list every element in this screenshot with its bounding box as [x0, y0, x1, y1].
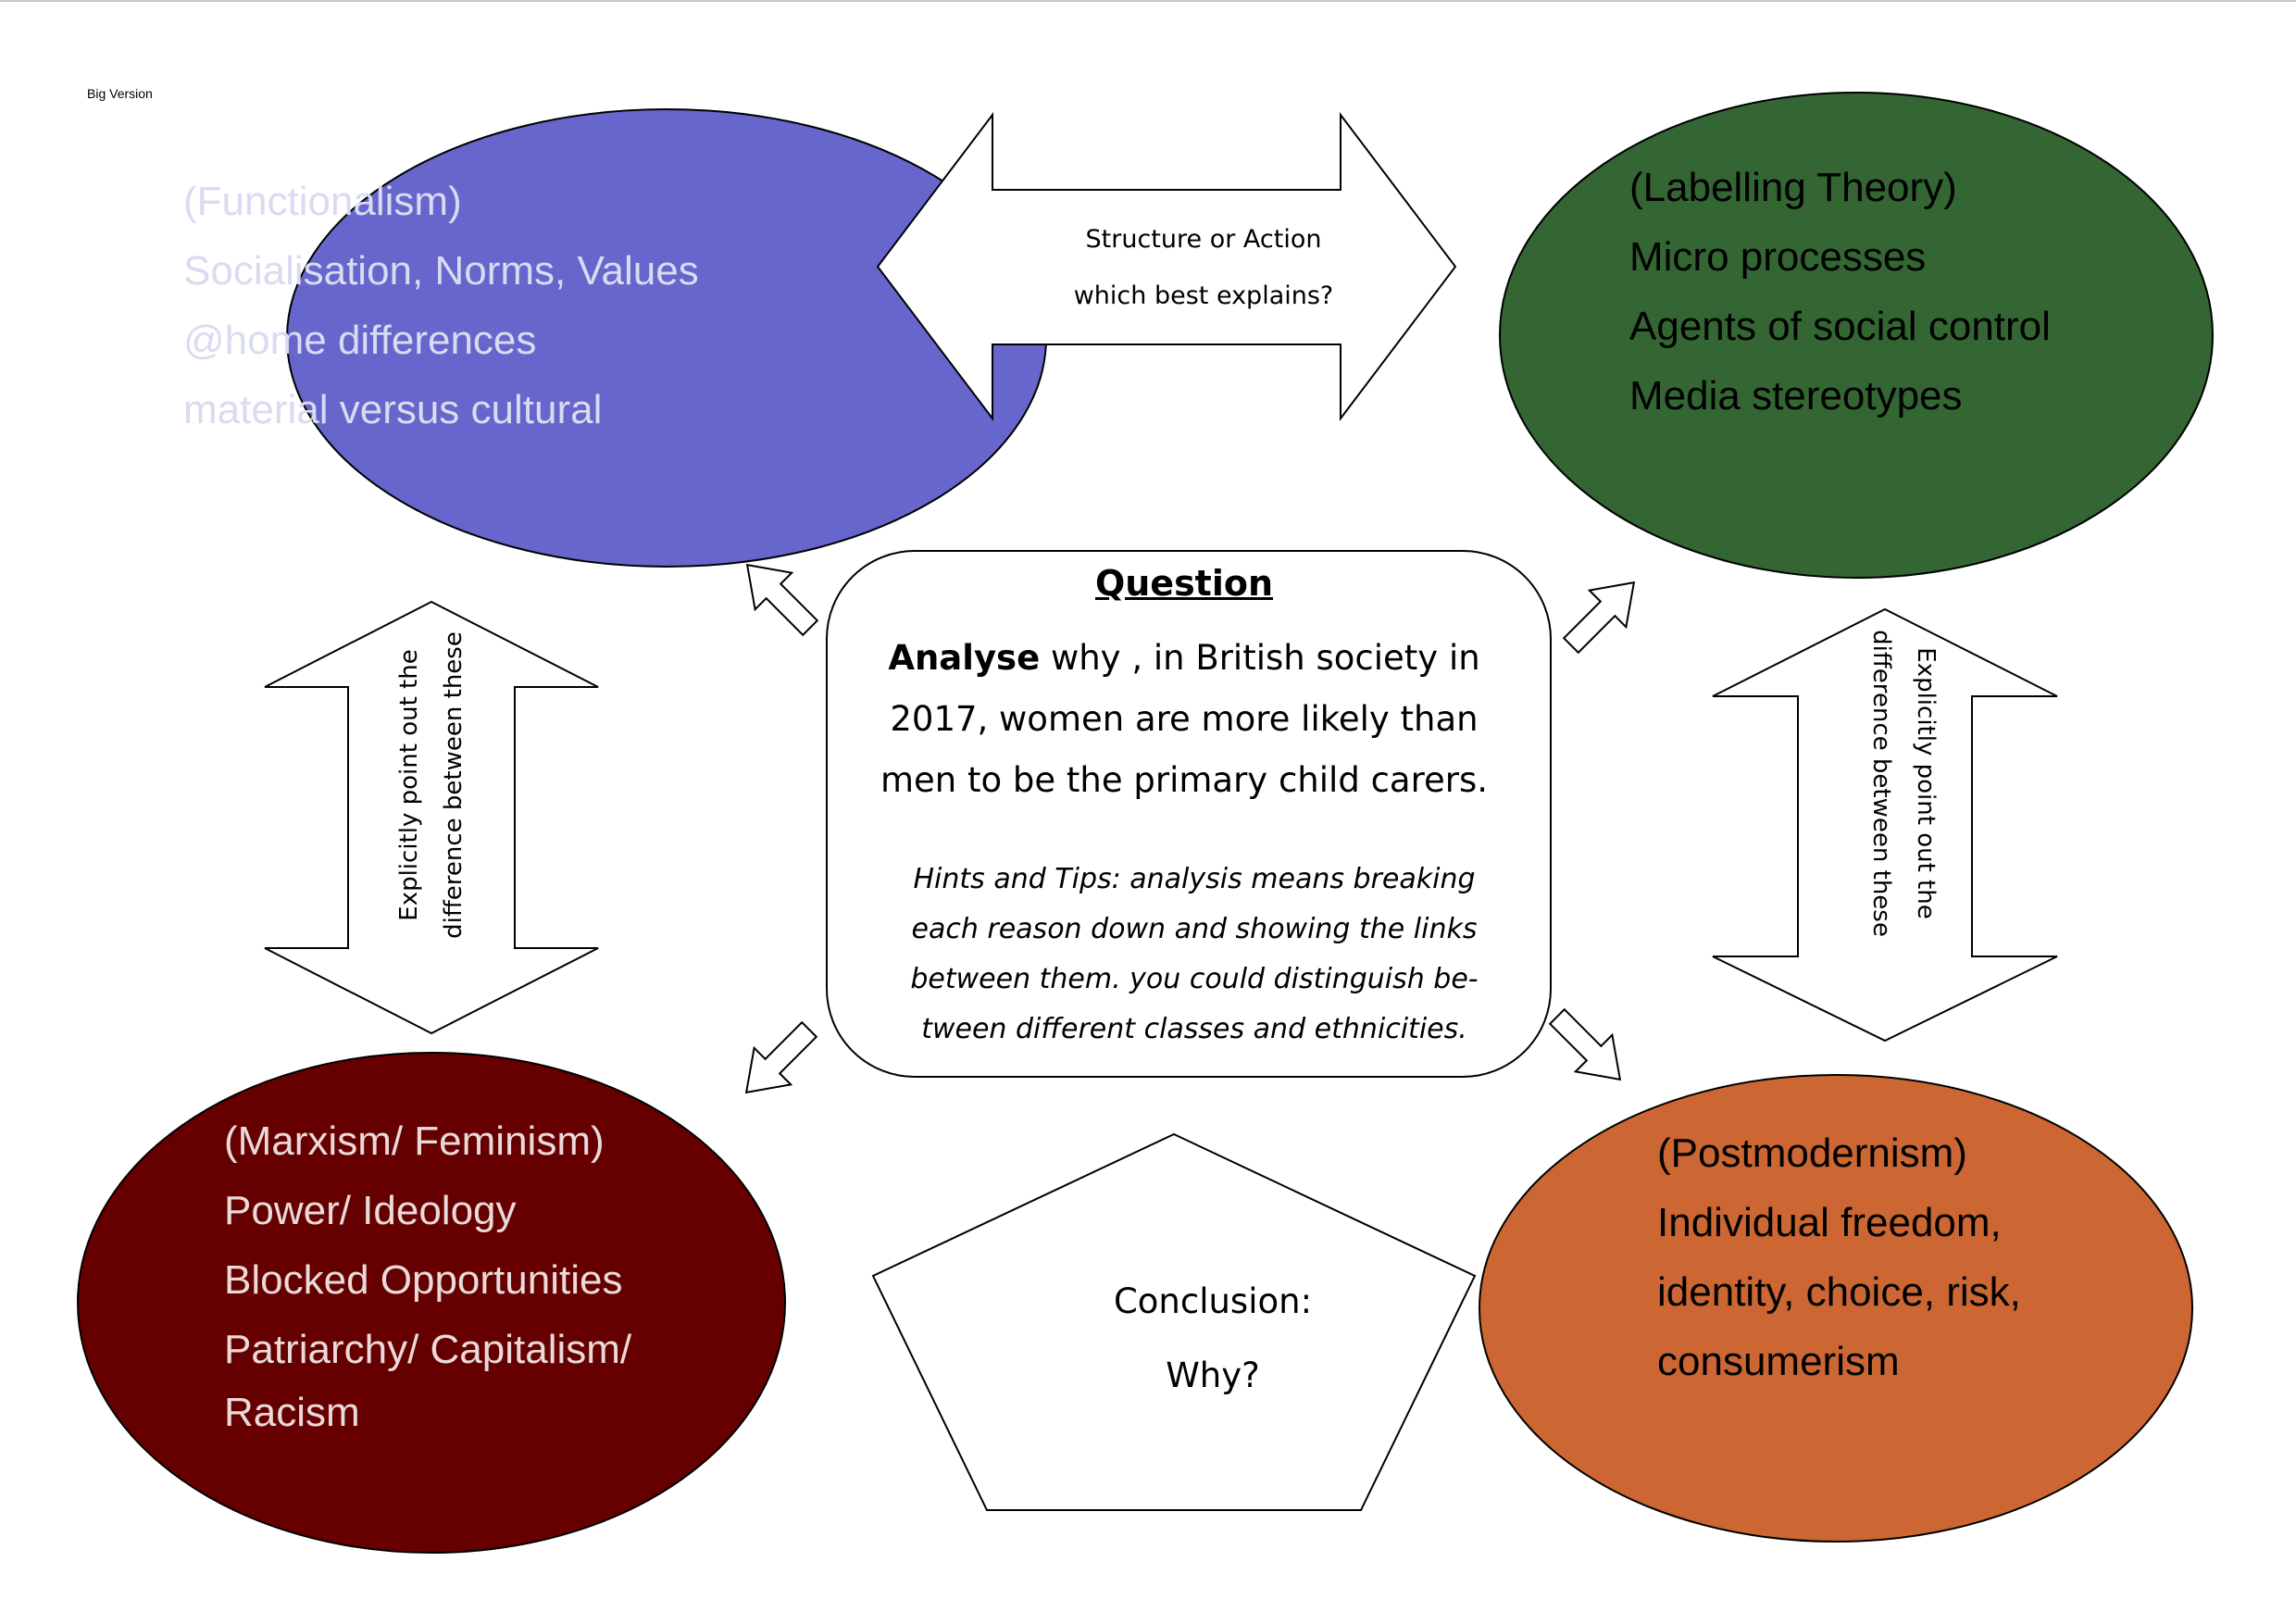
marxism-line: Power/ Ideology — [224, 1188, 517, 1233]
question-text: why , in British society in 2017, women … — [880, 638, 1488, 800]
functionalism-line: Socialisation, Norms, Values — [183, 248, 699, 294]
hints-line: between them. you could distinguish be- — [910, 963, 1479, 995]
marxism-line: Racism — [224, 1390, 360, 1435]
right-vertical-double-arrow — [1712, 607, 2058, 1043]
marxism-feminism-ellipse — [77, 1052, 786, 1554]
functionalism-line: material versus cultural — [183, 387, 603, 432]
marxism-feminism-text: (Marxism/ Feminism) Power/ Ideology Bloc… — [224, 1106, 631, 1442]
left-vertical-double-arrow — [264, 600, 599, 1035]
labelling-line: (Labelling Theory) — [1629, 165, 1957, 210]
postmodernism-line: (Postmodernism) — [1657, 1131, 1967, 1176]
marxism-line: Blocked Opportunities — [224, 1257, 623, 1303]
functionalism-text: (Functionalism) Socialisation, Norms, Va… — [183, 167, 699, 444]
conclusion-prompt: Why? — [1166, 1355, 1260, 1395]
arrow-to-labelling-theory — [1562, 581, 1636, 655]
structure-action-text: Structure or Action which best explains? — [1028, 211, 1379, 324]
left-arrow-line1: Explicitly point out the — [395, 649, 423, 921]
labelling-line: Media stereotypes — [1629, 373, 1963, 418]
postmodernism-line: Individual freedom, — [1657, 1200, 2002, 1245]
functionalism-line: @home differences — [183, 318, 537, 363]
labelling-line: Micro processes — [1629, 234, 1927, 280]
left-arrow-line2: difference between these — [440, 631, 468, 939]
postmodernism-line: identity, choice, risk, — [1657, 1269, 2021, 1315]
question-lead-word: Analyse — [888, 638, 1041, 678]
postmodernism-line: consumerism — [1657, 1339, 1900, 1384]
structure-action-double-arrow — [876, 112, 1457, 421]
left-arrow-text: Explicitly point out the difference betw… — [387, 554, 476, 1017]
structure-action-line2: which best explains? — [1073, 281, 1334, 310]
marxism-line: Patriarchy/ Capitalism/ — [224, 1327, 632, 1372]
postmodernism-ellipse — [1479, 1074, 2193, 1543]
version-label: Big Version — [87, 86, 153, 101]
hints-and-tips: Hints and Tips: analysis means breaking … — [889, 855, 1500, 1055]
question-box — [826, 550, 1552, 1078]
conclusion-text: Conclusion: Why? — [1000, 1265, 1426, 1413]
labelling-line: Agents of social control — [1629, 304, 2051, 349]
question-body: Analyse why , in British society in 2017… — [854, 628, 1515, 811]
conclusion-label: Conclusion: — [1113, 1281, 1313, 1321]
hints-line: tween different classes and ethnicities. — [921, 1013, 1467, 1045]
arrow-to-functionalism — [745, 563, 819, 637]
labelling-theory-ellipse — [1499, 92, 2214, 579]
arrow-to-postmodernism — [1548, 1007, 1622, 1081]
marxism-line: (Marxism/ Feminism) — [224, 1118, 605, 1164]
conclusion-pentagon — [871, 1132, 1477, 1511]
arrow-to-marxism-feminism — [744, 1020, 818, 1094]
structure-action-line1: Structure or Action — [1085, 225, 1322, 254]
right-arrow-text: Explicitly point out the difference betw… — [1859, 552, 1948, 1015]
labelling-theory-text: (Labelling Theory) Micro processes Agent… — [1629, 153, 2051, 431]
hints-line: Hints and Tips: analysis means breaking — [913, 863, 1476, 895]
question-heading: Question — [1094, 563, 1274, 604]
right-arrow-line1: Explicitly point out the — [1912, 647, 1940, 919]
hints-line: each reason down and showing the links — [911, 913, 1478, 945]
right-arrow-line2: difference between these — [1867, 630, 1895, 937]
functionalism-line: (Functionalism) — [183, 179, 462, 224]
postmodernism-text: (Postmodernism) Individual freedom, iden… — [1657, 1118, 2021, 1396]
